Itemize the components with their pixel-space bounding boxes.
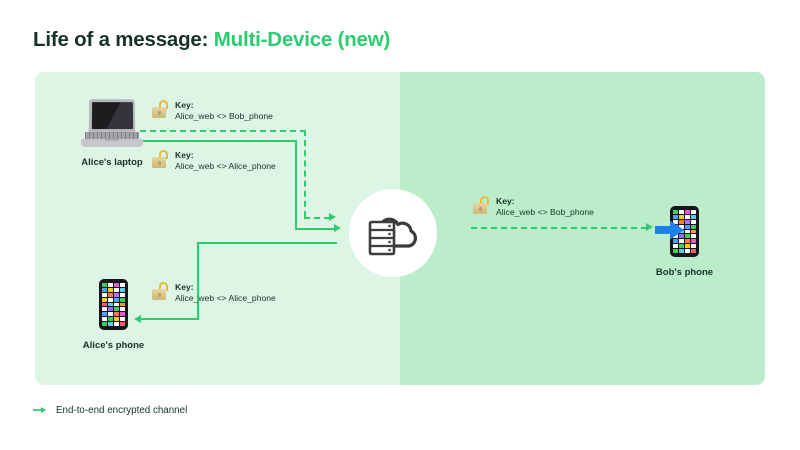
laptop-screen	[91, 101, 133, 129]
padlock-body	[473, 203, 487, 214]
arrowhead-dashed-to-bobphone	[646, 223, 653, 231]
key-value: Alice_web <> Alice_phone	[175, 293, 276, 304]
connector-laptop-to-server-solid-h1	[140, 140, 297, 142]
arrowhead-dashed-to-server	[329, 213, 336, 221]
node-label-bob-phone: Bob's phone	[655, 267, 714, 278]
padlock-shackle	[480, 196, 489, 205]
connector-server-to-alicephone-h1	[197, 242, 337, 244]
phone-icon	[99, 279, 128, 330]
green-arrow-icon	[33, 401, 47, 419]
key-value: Alice_web <> Bob_phone	[175, 111, 273, 122]
key-block-laptop-bob: Key: Alice_web <> Bob_phone	[152, 100, 273, 123]
unlocked-padlock-icon	[152, 282, 168, 300]
key-title: Key:	[175, 282, 194, 292]
node-bob-phone: Bob's phone	[656, 206, 713, 278]
connector-laptop-to-server-solid-h2	[295, 228, 335, 230]
key-block-server-bob: Key: Alice_web <> Bob_phone	[473, 196, 594, 219]
unlocked-padlock-icon	[152, 100, 168, 118]
laptop-keyboard	[85, 132, 139, 140]
node-label-alice-laptop: Alice's laptop	[81, 157, 143, 168]
node-alice-phone: Alice's phone	[83, 279, 144, 351]
connector-laptop-to-server-dashed-h2	[304, 217, 330, 219]
arrowhead-solid-to-server	[334, 224, 341, 232]
legend: End-to-end encrypted channel	[33, 401, 187, 419]
key-title: Key:	[175, 150, 194, 160]
phone-icon	[670, 206, 699, 257]
page-title: Life of a message: Multi-Device (new)	[33, 28, 390, 52]
padlock-shackle	[159, 100, 168, 109]
connector-server-to-alicephone-h2	[141, 318, 199, 320]
unlocked-padlock-icon	[152, 150, 168, 168]
key-title: Key:	[496, 196, 515, 206]
page-title-accent: Multi-Device (new)	[213, 28, 391, 51]
padlock-body	[152, 157, 166, 168]
connector-server-to-bobphone-dashed	[471, 227, 647, 229]
key-value: Alice_web <> Bob_phone	[496, 207, 594, 218]
server-cloud-icon	[368, 217, 418, 256]
blue-arrow-icon	[655, 220, 685, 245]
phone-app-grid	[673, 210, 696, 253]
laptop-notch	[105, 139, 119, 141]
padlock-body	[152, 107, 166, 118]
padlock-shackle	[159, 282, 168, 291]
legend-label: End-to-end encrypted channel	[56, 404, 188, 416]
connector-laptop-to-server-dashed-v	[304, 130, 306, 217]
laptop-icon	[88, 99, 136, 133]
node-label-alice-phone: Alice's phone	[82, 340, 145, 351]
connector-laptop-to-server-dashed-h1	[140, 130, 306, 132]
padlock-shackle	[159, 150, 168, 159]
node-alice-laptop: Alice's laptop	[81, 99, 143, 168]
connector-server-to-alicephone-v	[197, 242, 199, 320]
connector-laptop-to-server-solid-v	[295, 140, 297, 229]
arrowhead-to-alicephone	[134, 315, 141, 323]
key-block-server-alicephone: Key: Alice_web <> Alice_phone	[152, 282, 276, 305]
key-value: Alice_web <> Alice_phone	[175, 161, 276, 172]
key-block-laptop-alicephone: Key: Alice_web <> Alice_phone	[152, 150, 276, 173]
unlocked-padlock-icon	[473, 196, 489, 214]
key-title: Key:	[175, 100, 194, 110]
page-title-prefix: Life of a message:	[33, 28, 214, 51]
phone-app-grid	[102, 283, 125, 326]
node-server	[349, 189, 437, 277]
padlock-body	[152, 289, 166, 300]
laptop-base	[81, 139, 143, 147]
